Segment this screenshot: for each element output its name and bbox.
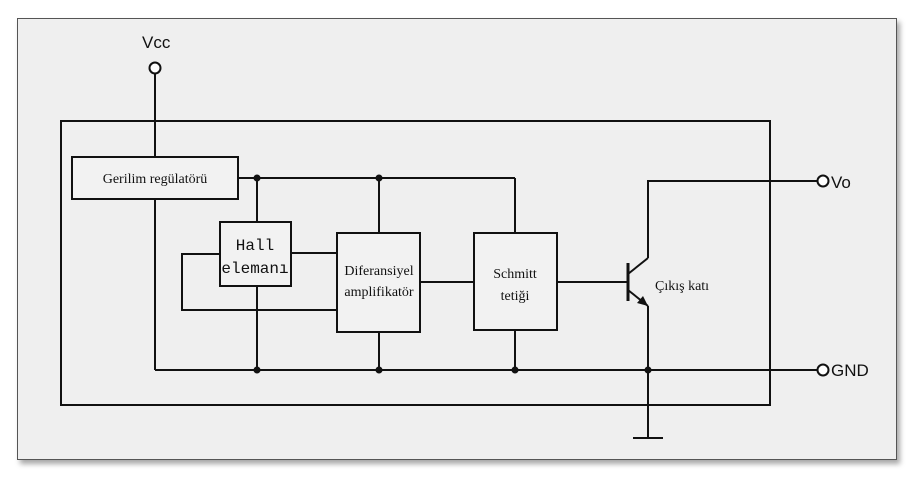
hall-element-block (219, 221, 292, 287)
hall-label-line2: elemanı (221, 260, 288, 278)
vcc-terminal (148, 61, 162, 75)
ic-boundary (60, 120, 771, 406)
schmitt-label-line1: Schmitt (493, 267, 537, 282)
hall-to-diff-loop (181, 253, 337, 311)
output-stage-label: Çıkış katı (655, 279, 709, 294)
junction-dot (375, 366, 383, 374)
collector-to-vo (647, 180, 818, 258)
junction-dot (511, 366, 519, 374)
gnd-terminal (816, 363, 830, 377)
regulator-label: Gerilim regülatörü (103, 172, 208, 187)
hall-label-line1: Hall (236, 237, 274, 255)
junction-dot (253, 366, 261, 374)
diagram-frame (17, 18, 897, 460)
diff-amp-block (336, 232, 421, 333)
vo-label: Vo (831, 173, 851, 192)
gnd-label: GND (831, 361, 869, 380)
regulator-block (71, 156, 239, 200)
vo-terminal (816, 174, 830, 188)
diff-label-line1: Diferansiyel (344, 264, 413, 279)
junction-dot (375, 174, 383, 182)
schmitt-label-line2: tetiği (501, 289, 530, 304)
schmitt-trigger-block (473, 232, 558, 331)
transistor-collector (627, 257, 649, 275)
vcc-label: Vcc (142, 33, 171, 52)
diff-label-line2: amplifikatör (344, 285, 414, 300)
emitter-arrow (637, 296, 648, 306)
junction-dot (253, 174, 261, 182)
junction-dot (644, 366, 652, 374)
